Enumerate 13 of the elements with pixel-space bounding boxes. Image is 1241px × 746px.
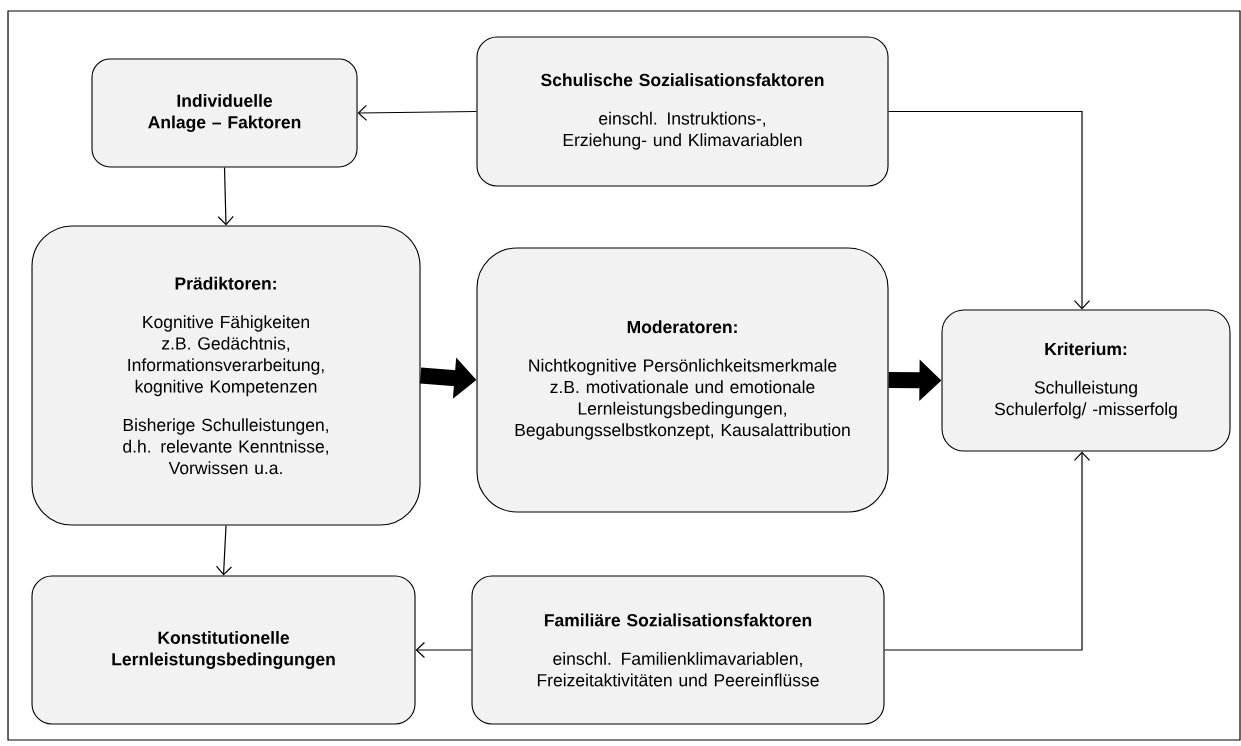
arrow <box>415 641 473 659</box>
arrow <box>215 524 233 576</box>
arrow <box>887 110 1091 310</box>
arrow <box>883 451 1091 651</box>
process-box: Kriterium: Schulleistung Schulerfolg/ -misserfolg <box>941 309 1231 452</box>
process-box: Prädiktoren: Kognitive Fähigkeiten z.B. Gedächtnis, Informationsverarbeitung, kognitive Kompetenzen Bisherige Schulleistungen, d.h. relevante Kenntnisse, Vorwissen u.a. <box>31 225 421 526</box>
arrow <box>217 166 234 226</box>
process-box: Familiäre Sozialisationsfaktoren einschl. Familienklimavariablen, Freizeitaktivitäten und Peereinflüsse <box>471 575 885 725</box>
arrow <box>357 104 478 121</box>
process-box: Konstitutionelle Lernleistungsbedingungen <box>31 575 416 725</box>
process-box: Individuelle Anlage – Faktoren <box>91 58 358 168</box>
process-box: Schulische Sozialisationsfaktoren einschl. Instruktions-, Erziehung- und Klimavariablen <box>476 36 889 187</box>
process-box: Moderatoren: Nichtkognitive Persönlichkeitsmerkmale z.B. motivationale und emotionale Lernleistungsbedingungen, Begabungsselbstkonzept, Kausalattribution <box>476 247 889 513</box>
